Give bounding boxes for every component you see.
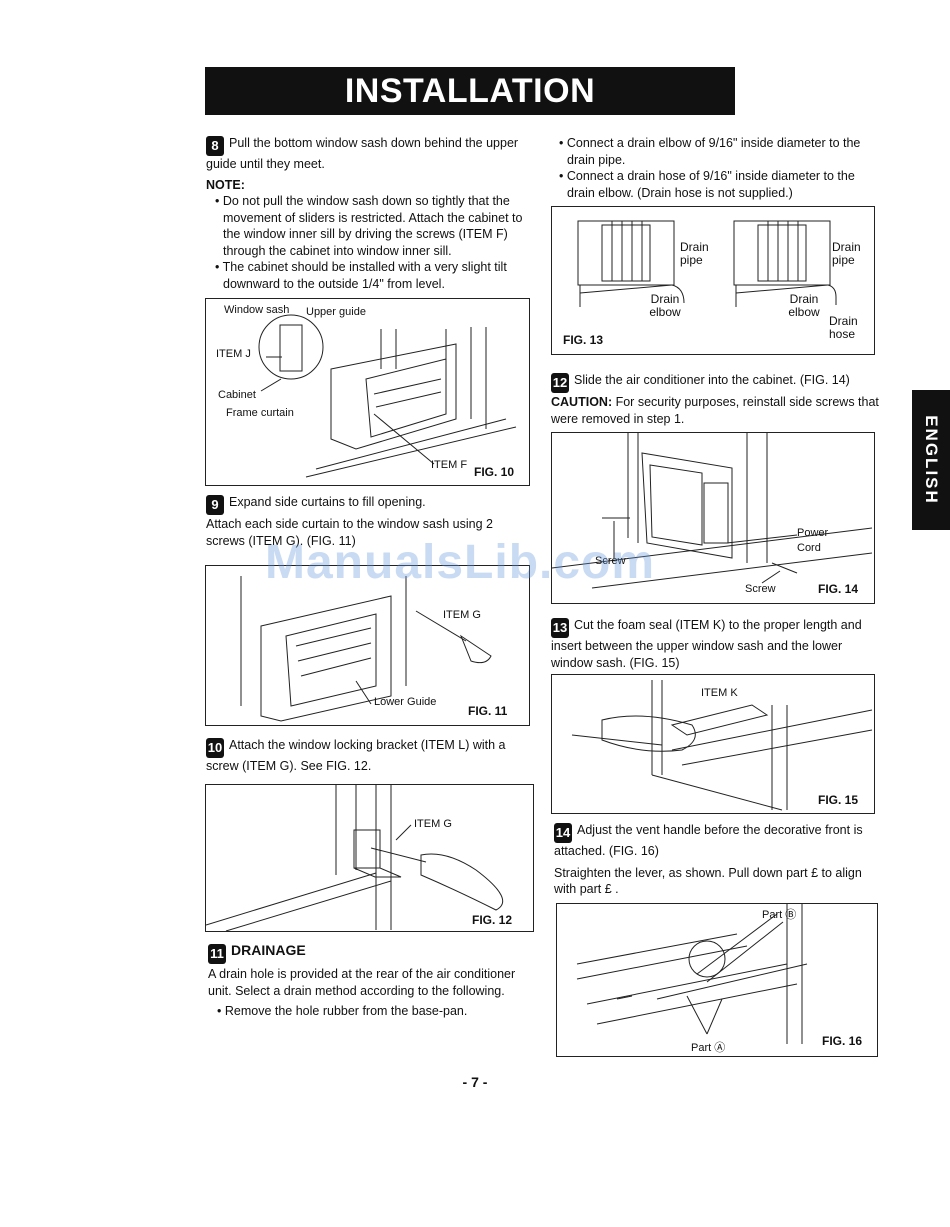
lower-guide-label: Lower Guide: [374, 696, 437, 708]
drainage-item: Remove the hole rubber from the base-pan…: [217, 1003, 528, 1020]
drain-list: Connect a drain elbow of 9/16" inside di…: [550, 135, 880, 201]
drainage-list: Remove the hole rubber from the base-pan…: [208, 1003, 528, 1020]
drain-hose-label: Drain hose: [829, 314, 858, 341]
step-number: 11: [208, 944, 226, 964]
fig-12: ITEM G FIG. 12: [205, 784, 534, 932]
step-text: Expand side curtains to fill opening.: [229, 495, 426, 509]
item-f-label: ITEM F: [431, 459, 468, 471]
step-number: 8: [206, 136, 224, 156]
fig-10-drawing: [258, 314, 517, 478]
note-list: Do not pull the window sash down so tigh…: [206, 193, 528, 292]
step-number: 14: [554, 823, 572, 843]
figure-caption: FIG. 11: [468, 704, 508, 718]
step-text-2: Attach each side curtain to the window s…: [206, 517, 493, 548]
fig-13: Drain pipe Drain elbow Drain pipe Drain …: [551, 206, 875, 355]
step-11: 11 DRAINAGE A drain hole is provided at t…: [208, 942, 528, 1024]
fig-16-drawing: [576, 904, 808, 1044]
fig-14: Power Cord Screw Screw FIG. 14: [551, 432, 875, 604]
screw-label: Screw: [595, 555, 626, 567]
cabinet-label: Cabinet: [218, 389, 256, 401]
step-12: 12 Slide the air conditioner into the cab…: [551, 372, 881, 431]
step-text: Cut the foam seal (ITEM K) to the proper…: [551, 618, 862, 670]
figure-caption: FIG. 10: [474, 465, 515, 479]
screw-label: Screw: [745, 583, 776, 595]
fig-14-drawing: [552, 433, 873, 589]
language-tab-label: ENGLISH: [922, 415, 941, 505]
step-9: 9 Expand side curtains to fill opening. A…: [206, 494, 528, 553]
drainage-text: A drain hole is provided at the rear of …: [208, 967, 516, 998]
figure-caption: FIG. 12: [472, 913, 513, 927]
fig-15-drawing: [571, 680, 873, 811]
step-number: 10: [206, 738, 224, 758]
note-label: NOTE:: [206, 177, 245, 192]
fig-16: Part Ⓑ Part Ⓐ FIG. 16: [556, 903, 878, 1057]
note-item: The cabinet should be installed with a v…: [215, 259, 528, 292]
part-b-label: Part Ⓑ: [762, 909, 797, 921]
step-text: Adjust the vent handle before the decora…: [554, 823, 863, 858]
power-cord-label: Power Cord: [797, 527, 829, 554]
fig-15: ITEM K FIG. 15: [551, 674, 875, 814]
caution-text: For security purposes, reinstall side sc…: [551, 395, 879, 426]
language-tab: ENGLISH: [912, 390, 950, 530]
section-title: DRAINAGE: [231, 942, 306, 958]
drain-elbow-label: Drain elbow: [788, 292, 820, 319]
item-k-label: ITEM K: [701, 687, 738, 699]
page-number: - 7 -: [462, 1074, 488, 1090]
fig-11: ITEM G Lower Guide FIG. 11: [205, 565, 530, 726]
drain-pipe-label: Drain pipe: [832, 240, 861, 267]
drain-elbow-label: Drain elbow: [649, 292, 681, 319]
step-number: 12: [551, 373, 569, 393]
step-number: 9: [206, 495, 224, 515]
part-a-label: Part Ⓐ: [691, 1042, 726, 1054]
step-text: Pull the bottom window sash down behind …: [206, 136, 519, 171]
figure-caption: FIG. 16: [822, 1034, 863, 1048]
figure-caption: FIG. 14: [818, 582, 859, 596]
item-g-label: ITEM G: [414, 818, 452, 830]
drain-bullets: Connect a drain elbow of 9/16" inside di…: [550, 135, 880, 205]
step-number: 13: [551, 618, 569, 638]
drain-item: Connect a drain hose of 9/16" inside dia…: [559, 168, 880, 201]
fig-13-drawing: [577, 220, 837, 307]
window-sash-label: Window sash: [224, 304, 290, 316]
drain-item: Connect a drain elbow of 9/16" inside di…: [559, 135, 880, 168]
step-text-2: Straighten the lever, as shown. Pull dow…: [554, 865, 862, 897]
watermark: ManualsLib.com: [265, 536, 656, 589]
caution-label: CAUTION:: [551, 395, 613, 409]
item-j-label: ITEM J: [216, 348, 251, 360]
upper-guide-label: Upper guide: [306, 306, 366, 318]
page-title: INSTALLATION: [205, 67, 735, 115]
note-item: Do not pull the window sash down so tigh…: [215, 193, 528, 259]
step-text: Slide the air conditioner into the cabin…: [574, 373, 850, 387]
fig-12-drawing: [206, 785, 504, 931]
step-text: Attach the window locking bracket (ITEM …: [206, 738, 506, 773]
figure-caption: FIG. 15: [818, 793, 859, 807]
fig-11-drawing: [240, 576, 492, 722]
frame-curtain-label: Frame curtain: [226, 407, 294, 419]
fig-10: Window sash Upper guide ITEM J Cabinet F…: [205, 298, 530, 486]
drain-pipe-label: Drain pipe: [680, 240, 709, 267]
figure-caption: FIG. 13: [563, 333, 604, 347]
item-g-label: ITEM G: [443, 609, 481, 621]
